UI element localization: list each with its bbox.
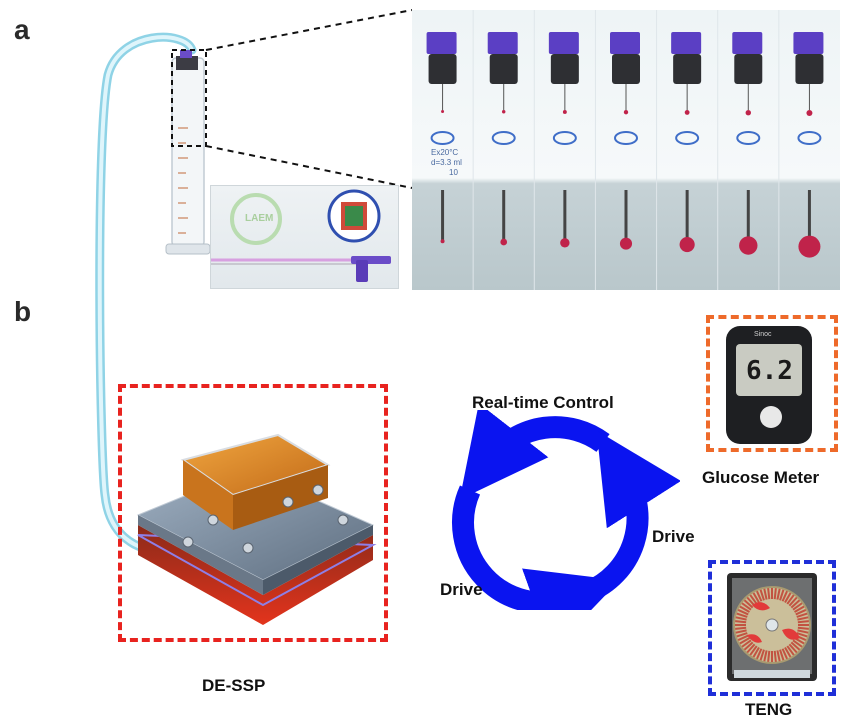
teng-tooth — [759, 649, 765, 661]
teng-tooth — [743, 599, 754, 609]
teng-tooth — [736, 632, 748, 638]
droplet-sequence: Ex20°C d=3.3 ml 10 — [412, 10, 840, 290]
droplet-frame-6 — [717, 10, 763, 290]
teng-tooth — [759, 589, 765, 601]
label-glucose-meter: Glucose Meter — [702, 468, 820, 487]
teng-tooth — [797, 626, 809, 630]
scale-text-2: d=3.3 ml — [431, 158, 462, 167]
teng-tooth — [781, 590, 788, 602]
setup-photo-art — [211, 189, 391, 282]
teng-tooth — [737, 609, 749, 616]
teng-tooth — [749, 594, 758, 605]
droplet-frame-1 — [426, 32, 457, 244]
teng-box — [708, 560, 836, 696]
label-drive-right: Drive — [652, 527, 695, 546]
teng-tooth — [736, 612, 748, 618]
teng-tooth — [797, 629, 809, 634]
panel-label-a: a — [14, 14, 30, 45]
teng-tooth — [756, 590, 763, 602]
graduated-cylinder — [165, 50, 211, 255]
teng-tooth — [788, 643, 798, 654]
glucose-reading: 6.2 — [746, 356, 793, 386]
teng-tooth — [735, 626, 747, 630]
teng-tooth — [752, 592, 760, 603]
teng-tooth — [752, 647, 760, 658]
teng-tooth — [773, 588, 777, 600]
droplet-frame-2 — [472, 10, 518, 290]
scale-text-3: 10 — [449, 168, 458, 177]
de-ssp-device — [136, 433, 377, 625]
scale-text-1: Ex20°C — [431, 148, 459, 157]
droplet-frame-7 — [778, 10, 824, 290]
arrow-real-time-control — [459, 410, 610, 500]
teng-tooth — [743, 641, 754, 651]
teng-tooth — [781, 648, 788, 660]
teng-tooth — [786, 594, 795, 605]
label-drive-left: Drive — [440, 580, 483, 599]
teng-tooth — [739, 637, 750, 645]
teng-tooth — [786, 645, 795, 656]
teng-tooth — [767, 650, 771, 662]
glucose-meter-screen: 6.2 — [736, 344, 802, 396]
teng-tooth — [763, 650, 768, 662]
teng-device — [727, 573, 817, 681]
glucose-meter-brand: Sinoc — [754, 331, 772, 338]
teng-tooth — [795, 609, 807, 616]
teng-tooth — [797, 620, 809, 624]
teng-tooth — [739, 605, 750, 613]
teng-tooth — [735, 629, 747, 634]
teng-tooth — [735, 616, 747, 621]
droplet-frame-5 — [656, 10, 702, 290]
setup-photo: LAEM — [210, 185, 399, 289]
droplet-frame-4 — [594, 10, 640, 290]
teng-tooth — [790, 599, 801, 609]
teng-tooth — [796, 632, 808, 638]
teng-tooth — [767, 588, 771, 600]
control-cycle-arrows — [452, 410, 680, 610]
teng-tooth — [763, 588, 768, 600]
teng-tooth — [776, 588, 781, 600]
teng-tooth — [749, 645, 758, 656]
teng-tooth — [792, 602, 803, 611]
teng-tooth — [796, 612, 808, 618]
teng-tooth — [797, 616, 809, 621]
teng-tooth — [741, 639, 752, 648]
teng-tooth — [776, 650, 781, 662]
teng-tooth — [779, 649, 785, 661]
arrow-drive-right — [583, 430, 680, 603]
droplet-frame-3 — [533, 10, 579, 290]
arrow-drive-left — [452, 485, 620, 610]
label-real-time-control: Real-time Control — [472, 393, 614, 412]
teng-tooth — [788, 596, 798, 607]
teng-tooth — [779, 589, 785, 601]
teng-tooth — [784, 592, 792, 603]
logo-laem-text: LAEM — [245, 213, 274, 224]
teng-tooth — [735, 620, 747, 624]
label-de-ssp: DE-SSP — [202, 676, 266, 695]
teng-tooth — [756, 648, 763, 660]
teng-tooth — [737, 634, 749, 641]
glucose-meter-box — [706, 315, 838, 452]
glucose-meter-button — [760, 406, 782, 428]
panel-label-b: b — [14, 296, 32, 327]
teng-tooth — [773, 650, 777, 662]
teng-tooth — [784, 647, 792, 658]
teng-tooth — [741, 602, 752, 611]
droplet-frames — [426, 10, 824, 290]
teng-tooth — [792, 639, 803, 648]
teng-tooth — [790, 641, 801, 651]
teng-tooth — [794, 605, 805, 613]
label-teng: TENG — [745, 700, 793, 719]
teng-tooth — [746, 643, 756, 654]
de-ssp-box — [118, 384, 388, 642]
glucose-meter-device: Sinoc 6.2 — [726, 326, 812, 444]
